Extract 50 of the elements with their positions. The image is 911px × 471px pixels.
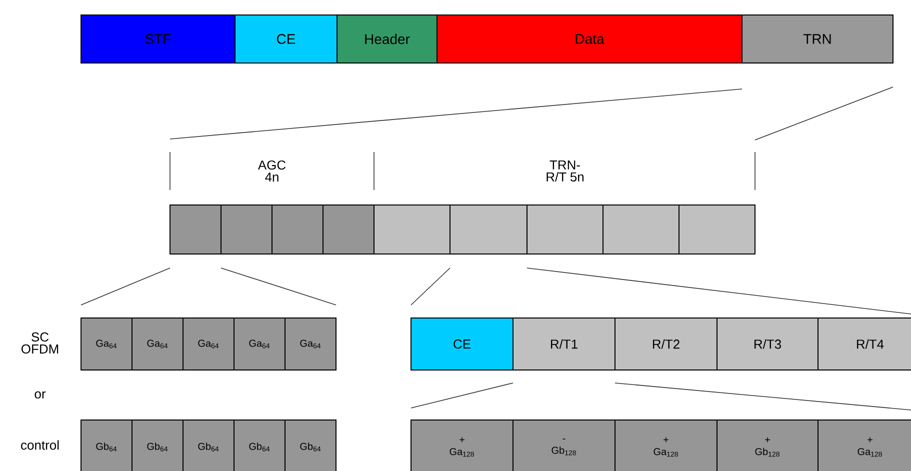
field-cell: CE [410,317,514,370]
node-label: + Gb$_{128}$ [755,437,780,457]
node-label: Gb$_{64}$ [249,442,270,452]
group-label: AGC 4n [258,160,286,182]
field-cell: R/T2 [614,317,718,370]
sequence-cell: Ga$_{64}$ [284,317,336,370]
field-cell [526,204,604,254]
sequence-cell: + Gb$_{128}$ [716,419,818,471]
row-label: control [21,440,59,450]
frame-field: Data [436,14,742,64]
field-cell [602,204,680,254]
node-label: - Gb$_{128}$ [552,438,576,456]
frame-field: STF [80,14,236,64]
field-cell: R/T4 [818,317,911,370]
field-cell [272,204,324,254]
node-label: Gb$_{64}$ [300,442,321,452]
sequence-cell: Ga$_{64}$ [80,317,132,370]
row-label: or [34,391,46,399]
sequence-cell: Gb$_{64}$ [80,419,132,471]
node-label: + Ga$_{128}$ [654,437,678,457]
field-cell [322,204,374,254]
field-cell [450,204,528,254]
sequence-cell: Ga$_{64}$ [234,317,286,370]
sequence-cell: + Ga$_{128}$ [410,419,514,471]
node-label: Gb$_{64}$ [96,442,117,452]
frame-field: Header [336,14,438,64]
node-label: R/T4 [856,339,884,349]
field-cell [374,204,450,254]
sequence-cell: Gb$_{64}$ [132,419,184,471]
field-cell [170,204,222,254]
field-cell: R/T1 [512,317,616,370]
sequence-cell: Ga$_{64}$ [132,317,184,370]
sequence-cell: Gb$_{64}$ [182,419,234,471]
node-label: + Ga$_{128}$ [858,437,882,457]
sequence-cell: Gb$_{64}$ [284,419,336,471]
node-label: + Ga$_{128}$ [450,437,474,457]
frame-field: CE [234,14,338,64]
field-cell [678,204,756,254]
group-label: TRN-R/T 5n [546,160,584,182]
sequence-cell: Gb$_{64}$ [234,419,286,471]
sequence-cell: + Ga$_{128}$ [818,419,911,471]
sequence-cell: + Ga$_{128}$ [614,419,718,471]
sequence-cell: Ga$_{64}$ [182,317,234,370]
row-label: SC OFDM [22,332,58,354]
node-label: Gb$_{64}$ [198,442,219,452]
node-label: Gb$_{64}$ [147,442,168,452]
sequence-cell: - Gb$_{128}$ [512,419,616,471]
frame-field: TRN [742,14,894,64]
field-cell [220,204,272,254]
field-cell: R/T3 [716,317,818,370]
